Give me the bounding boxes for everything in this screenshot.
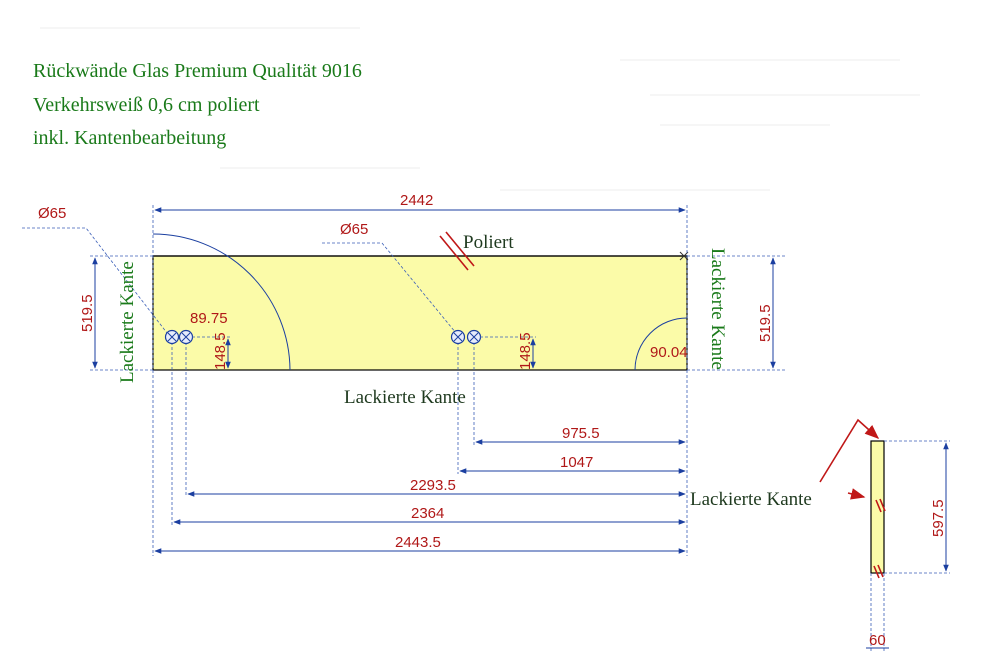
side-glass-piece [870, 440, 885, 574]
dim-975: 975.5 [562, 425, 600, 442]
hole-mid-1 [450, 329, 466, 345]
arrow-to-side-bottom [847, 488, 866, 500]
dim-2364: 2364 [411, 505, 444, 522]
hole-left-x-offset: 89.75 [190, 310, 228, 327]
title-line-3: inkl. Kantenbearbeitung [33, 127, 227, 149]
arrow-to-side-top [819, 418, 880, 483]
dim-height-left: 519.5 [79, 294, 96, 332]
hole-mid-2 [466, 329, 482, 345]
dim-width-top: 2442 [400, 192, 433, 209]
corner-arc-right [634, 317, 688, 371]
dim-height-right: 519.5 [757, 304, 774, 342]
hole-left-2 [178, 329, 194, 345]
dim-side-height: 597.5 [930, 499, 947, 537]
hole-diameter-mid: Ø65 [340, 221, 368, 238]
title-line-2: Verkehrsweiß 0,6 cm poliert [33, 94, 260, 116]
glass-panel [152, 255, 688, 371]
hole-diameter-left: Ø65 [38, 205, 66, 222]
label-lackierte-kante-left: Lackierte Kante [117, 261, 138, 383]
hole-left-1 [164, 329, 180, 345]
hole-left-y-offset: 148.5 [212, 332, 229, 370]
corner-radius: 90.04 [650, 344, 688, 361]
label-lackierte-kante-right: Lackierte Kante [707, 248, 728, 370]
label-lackierte-kante-side: Lackierte Kante [690, 489, 812, 510]
corner-marker [679, 251, 689, 261]
label-poliert: Poliert [463, 232, 514, 253]
corner-arc-left [152, 233, 291, 371]
dim-side-width: 60 [869, 632, 886, 649]
hole-mid-y-offset: 148.5 [517, 332, 534, 370]
dim-2443: 2443.5 [395, 534, 441, 551]
label-lackierte-kante-bottom: Lackierte Kante [344, 387, 466, 408]
title-line-1: Rückwände Glas Premium Qualität 9016 [33, 60, 362, 82]
dim-2293: 2293.5 [410, 477, 456, 494]
dim-1047: 1047 [560, 454, 593, 471]
